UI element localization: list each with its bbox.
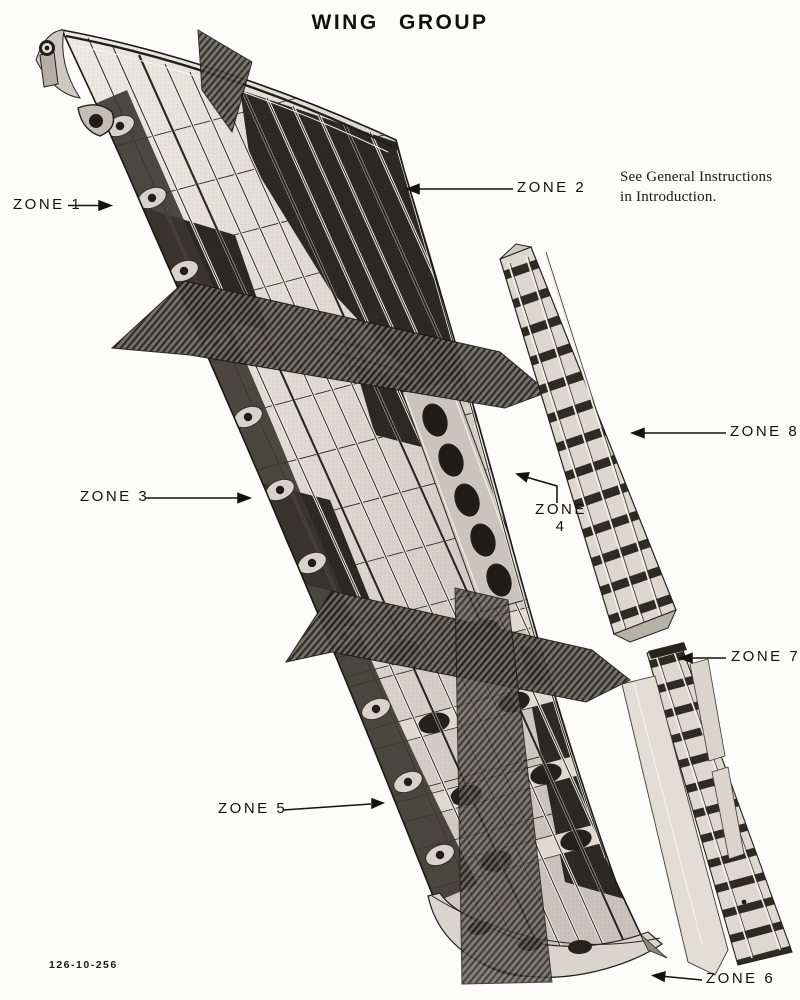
leader-zone1 (68, 199, 114, 212)
leader-zone7 (677, 652, 726, 664)
flap-bolt-dot (741, 899, 747, 905)
flap-skin-strip (621, 675, 729, 976)
rear-spar-line (396, 149, 608, 859)
zone6-label: ZONE 6 (706, 970, 776, 987)
zone8-label: ZONE 8 (730, 423, 800, 440)
section-break-planes (110, 29, 631, 985)
leader-zone5 (282, 797, 385, 811)
leader-zone2 (404, 183, 513, 195)
break-sliver-tip (197, 29, 253, 134)
figure-number: 126-10-256 (49, 959, 118, 971)
zone7-label: ZONE 7 (731, 648, 800, 665)
zone7-assembly (621, 642, 793, 976)
leader-zone6 (650, 970, 703, 983)
zone2-label: ZONE 2 (517, 179, 587, 196)
leader-zone4 (515, 472, 558, 503)
flap-sliver-a (689, 658, 726, 762)
general-instructions-note: See General Instructions in Introduction… (620, 169, 773, 205)
zone5-label: ZONE 5 (218, 800, 288, 817)
flap-ladder-cap (648, 642, 687, 659)
wingtip-fittings (35, 29, 115, 137)
leader-zone3 (146, 492, 253, 504)
zone4-label: ZONE 4 (535, 501, 587, 535)
break-band-vertical (454, 587, 553, 985)
zone1-label: ZONE 1 (13, 196, 83, 213)
page-title: WING GROUP (311, 11, 489, 34)
flap-sliver-b (711, 766, 745, 860)
zone8-panel (499, 243, 677, 643)
leader-zone8 (629, 427, 726, 439)
leader-lines (68, 183, 726, 983)
zone3-label: ZONE 3 (80, 488, 150, 505)
